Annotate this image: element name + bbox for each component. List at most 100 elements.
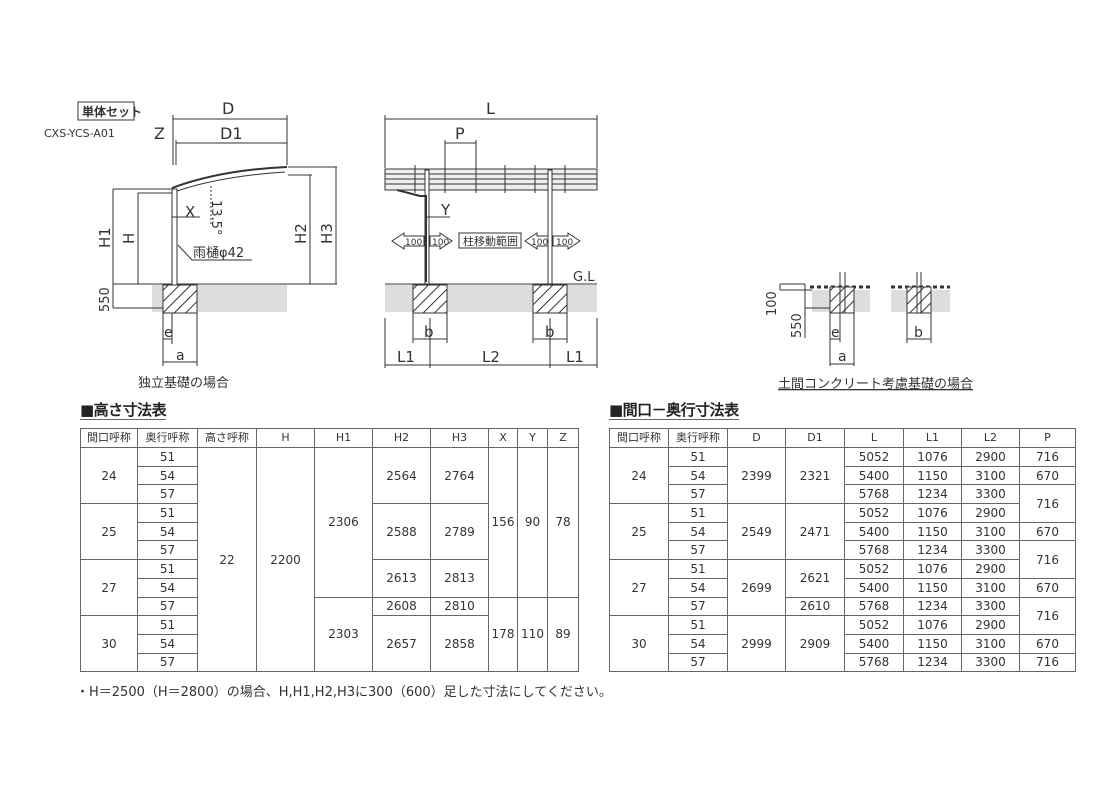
svg-text:L2: L2: [482, 348, 500, 366]
table-cell: 57: [137, 652, 198, 673]
table-cell: 57: [137, 540, 198, 561]
table-cell: 3100: [961, 465, 1020, 486]
table-cell: 5768: [844, 540, 904, 561]
svg-text:13.5°: 13.5°: [208, 200, 223, 235]
svg-text:H: H: [120, 233, 138, 244]
svg-text:D: D: [222, 99, 234, 118]
table-cell: 5768: [844, 484, 904, 505]
table-cell: 25: [609, 503, 669, 561]
svg-text:X: X: [185, 203, 195, 221]
table-cell: 2858: [430, 615, 489, 673]
table-cell: 716: [1019, 540, 1076, 579]
table-cell: 2810: [430, 596, 489, 617]
table-cell: 3300: [961, 540, 1020, 561]
table-cell: 5768: [844, 652, 904, 673]
table-cell: 2900: [961, 615, 1020, 635]
table-cell: 2813: [430, 559, 489, 598]
table-cell: 1234: [903, 596, 962, 617]
table-cell: 57: [668, 484, 728, 505]
table-cell: 156: [488, 447, 518, 598]
svg-text:a: a: [176, 348, 185, 364]
column-header: 間口呼称: [609, 428, 669, 448]
column-header: H3: [430, 428, 489, 448]
table-cell: 51: [137, 503, 198, 523]
svg-text:Y: Y: [440, 201, 451, 219]
svg-text:100: 100: [765, 291, 780, 316]
table-cell: 2471: [785, 503, 845, 561]
svg-text:H3: H3: [318, 223, 336, 244]
table-cell: 54: [668, 465, 728, 486]
front-view-drawing: [384, 115, 598, 368]
side-view-drawing: [112, 115, 337, 366]
table-cell: 90: [517, 447, 548, 598]
svg-text:G.L: G.L: [573, 270, 595, 285]
table-cell: 1150: [903, 633, 962, 654]
table-cell: 2657: [372, 615, 431, 673]
table-cell: 3100: [961, 521, 1020, 542]
table-cell: 3300: [961, 596, 1020, 617]
width-depth-table-title: ■間口－奥行寸法表: [609, 401, 739, 420]
svg-text:550: 550: [790, 313, 805, 338]
table-cell: 1150: [903, 465, 962, 486]
column-header: Z: [547, 428, 579, 448]
table-cell: 2399: [727, 446, 786, 505]
svg-text:550: 550: [98, 287, 113, 312]
table-cell: 716: [1019, 652, 1076, 673]
table-cell: 5052: [844, 503, 904, 523]
table-cell: 1076: [903, 559, 962, 579]
svg-text:H1: H1: [96, 227, 114, 248]
table-row: 54: [81, 465, 579, 486]
svg-text:100: 100: [405, 238, 422, 248]
table-cell: 2306: [314, 447, 373, 598]
svg-text:L1: L1: [397, 348, 415, 366]
table-cell: 178: [488, 596, 518, 673]
table-cell: 2321: [785, 446, 845, 505]
table-cell: 2699: [727, 559, 786, 617]
svg-text:100: 100: [432, 238, 449, 248]
table-cell: 670: [1019, 465, 1076, 486]
table-cell: 2200: [256, 446, 315, 673]
svg-text:Z: Z: [154, 124, 165, 143]
svg-text:L1: L1: [566, 348, 584, 366]
column-header: Y: [517, 428, 548, 448]
table-row: 57: [81, 652, 579, 673]
column-header: H2: [372, 428, 431, 448]
table-cell: 5400: [844, 465, 904, 486]
table-cell: 54: [137, 465, 198, 486]
table-cell: 51: [668, 447, 728, 467]
table-cell: 5768: [844, 596, 904, 617]
column-header: D1: [785, 428, 845, 448]
table-cell: 2608: [372, 596, 431, 617]
table-cell: 30: [609, 615, 669, 673]
table-cell: 1150: [903, 521, 962, 542]
svg-text:e: e: [164, 325, 173, 341]
table-cell: 3100: [961, 577, 1020, 598]
table-cell: 670: [1019, 633, 1076, 654]
column-header: L: [844, 428, 904, 448]
table-cell: 57: [668, 596, 728, 617]
table-cell: 2621: [785, 559, 845, 598]
svg-text:P: P: [455, 124, 465, 143]
table-cell: 2549: [727, 503, 786, 561]
table-cell: 1076: [903, 447, 962, 467]
table-cell: 54: [137, 633, 198, 654]
table-cell: 51: [137, 447, 198, 467]
table-cell: 51: [137, 559, 198, 579]
svg-text:b: b: [545, 323, 555, 341]
column-header: 間口呼称: [80, 428, 138, 448]
table-cell: 27: [80, 559, 138, 617]
table-cell: 1150: [903, 577, 962, 598]
table-cell: 1076: [903, 615, 962, 635]
table-cell: 78: [547, 447, 579, 598]
table-cell: 5052: [844, 615, 904, 635]
